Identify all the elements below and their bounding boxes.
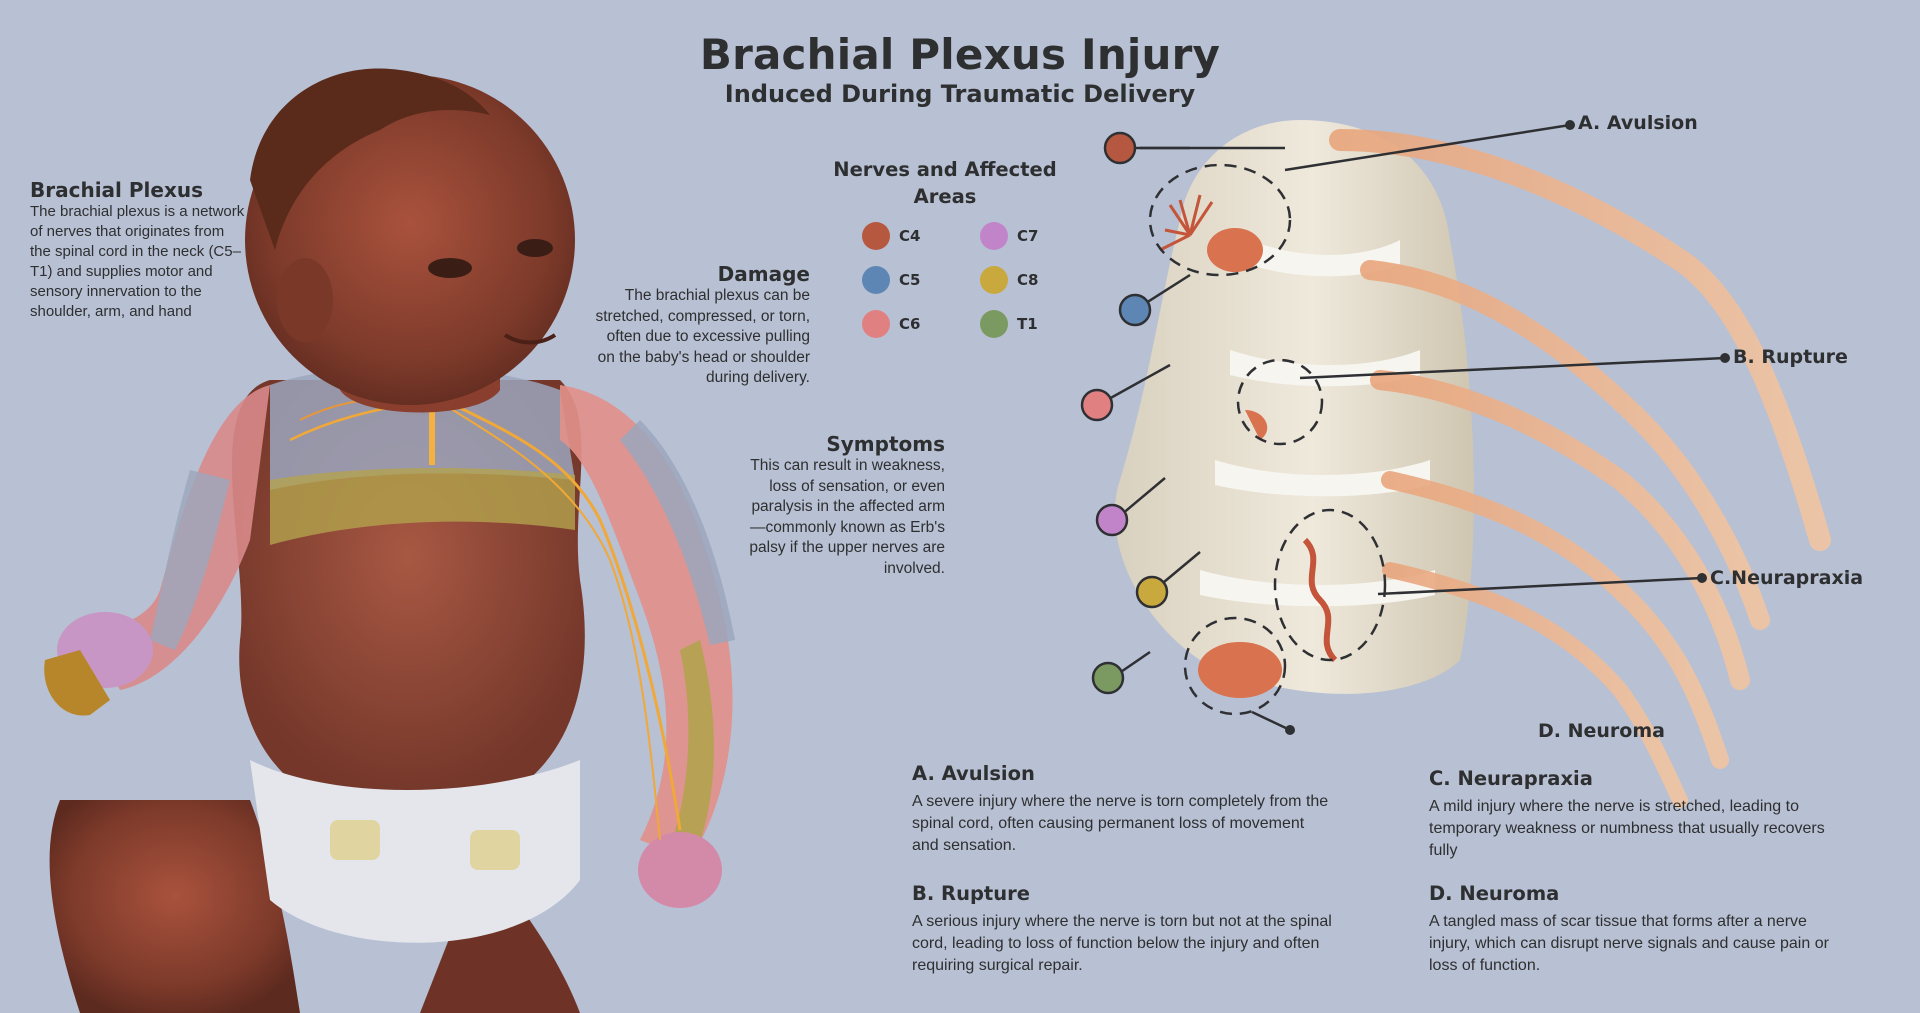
description-neuroma: D. Neuroma A tangled mass of scar tissue… [1429,882,1849,977]
callout-rupture: B. Rupture [1733,346,1848,368]
legend-title: Nerves and Affected Areas [833,158,1057,208]
legend-swatch [980,222,1008,250]
legend-label: T1 [1017,315,1038,333]
page-subtitle: Induced During Traumatic Delivery [724,80,1196,108]
description-neurapraxia-text: A mild injury where the nerve is stretch… [1429,798,1825,859]
page-title: Brachial Plexus Injury [699,30,1221,79]
baby-illustration [44,68,735,1013]
callout-neuroma: D. Neuroma [1538,720,1665,742]
legend-label: C4 [899,227,921,245]
legend-item-c8: C8 [980,266,1038,294]
brachial-plexus-heading: Brachial Plexus [30,178,203,202]
legend-swatch [862,222,890,250]
legend-swatch [980,310,1008,338]
legend-item-t1: T1 [980,310,1038,338]
description-avulsion-text: A severe injury where the nerve is torn … [912,793,1329,854]
description-neurapraxia: C. Neurapraxia A mild injury where the n… [1429,767,1849,862]
legend-label: C5 [899,271,921,289]
symptoms-text: This can result in weakness, loss of sen… [749,457,945,577]
brachial-plexus-section: Brachial Plexus The brachial plexus is a… [30,178,245,322]
legend-label: C6 [899,315,921,333]
legend-swatch [862,310,890,338]
legend-swatch [862,266,890,294]
legend-swatch [980,266,1008,294]
symptoms-heading: Symptoms [826,432,945,456]
description-neuroma-heading: D. Neuroma [1429,882,1560,905]
legend-item-c4: C4 [862,222,920,250]
damage-text: The brachial plexus can be stretched, co… [595,287,810,386]
cervical-spine-illustration [1114,120,1831,808]
legend-label: C8 [1017,271,1039,289]
damage-section: Damage The brachial plexus can be stretc… [590,262,810,389]
legend-item-c5: C5 [862,266,920,294]
damage-heading: Damage [717,262,810,286]
legend-label: C7 [1017,227,1039,245]
description-neurapraxia-heading: C. Neurapraxia [1429,767,1593,790]
spine-level-dots [1080,131,1169,695]
legend-item-c7: C7 [980,222,1038,250]
legend-item-c6: C6 [862,310,920,338]
callout-neurapraxia: C.Neurapraxia [1710,567,1864,589]
nerve-legend: Nerves and Affected Areas C4 C5 C6 C7 C8… [820,156,1070,338]
callout-avulsion: A. Avulsion [1578,112,1698,134]
description-rupture-heading: B. Rupture [912,882,1030,905]
brachial-plexus-text: The brachial plexus is a network of nerv… [30,203,245,320]
description-avulsion-heading: A. Avulsion [912,762,1035,785]
description-avulsion: A. Avulsion A severe injury where the ne… [912,762,1332,857]
description-rupture: B. Rupture A serious injury where the ne… [912,882,1332,977]
description-rupture-text: A serious injury where the nerve is torn… [912,913,1332,974]
description-neuroma-text: A tangled mass of scar tissue that forms… [1429,913,1829,974]
symptoms-section: Symptoms This can result in weakness, lo… [740,432,945,579]
